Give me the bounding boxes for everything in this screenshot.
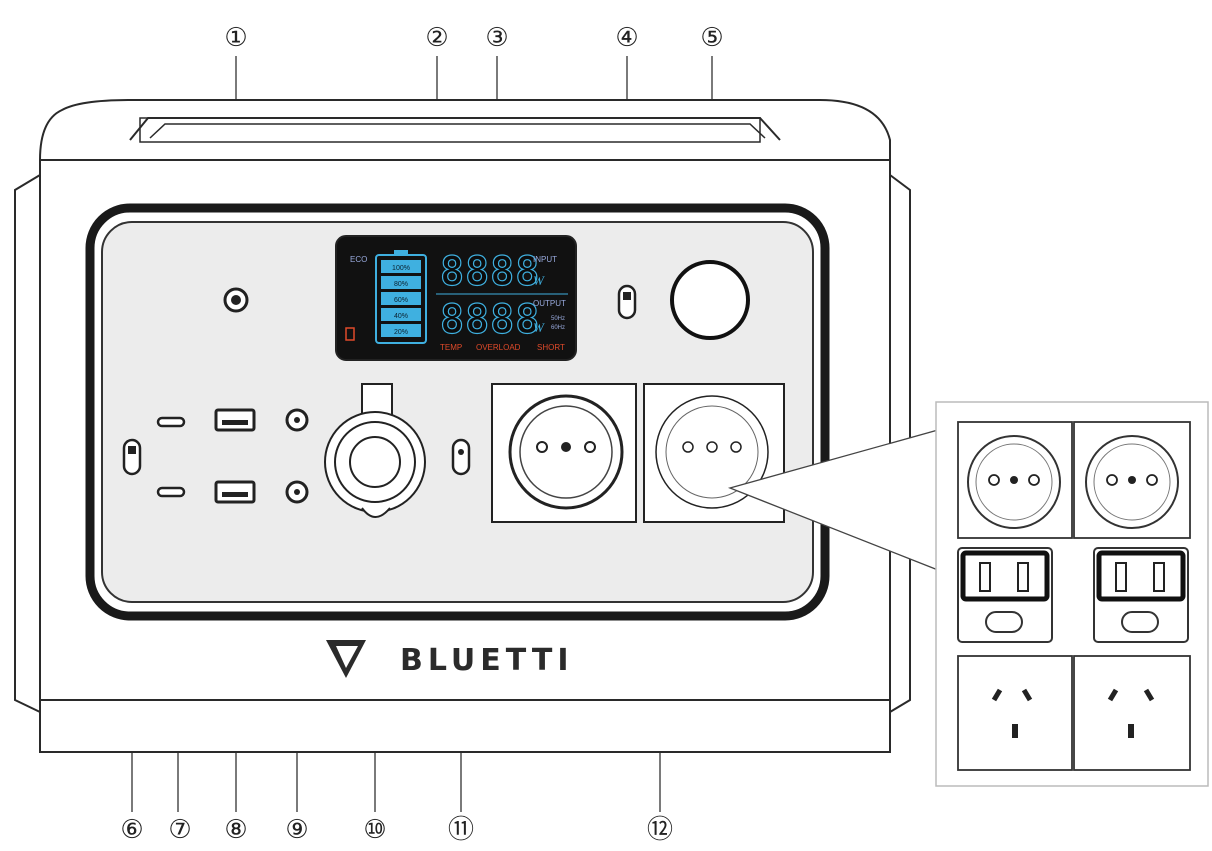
lcd-lock-icon — [345, 327, 355, 341]
dc-5521-port-icon — [285, 408, 309, 432]
lcd-warn-short: SHORT — [537, 343, 565, 352]
dc-toggle-icon — [122, 438, 142, 476]
ac-toggle-icon — [617, 284, 637, 320]
ac-outlet-right — [643, 383, 785, 523]
callout-3: ③ — [485, 23, 508, 53]
callout-5: ⑤ — [700, 23, 723, 53]
callout-2: ② — [425, 23, 448, 53]
callout-11: ⑪ — [448, 815, 474, 845]
callout-4: ④ — [615, 23, 638, 53]
ac-outlet-left — [491, 383, 637, 523]
car-outlet-icon — [324, 383, 426, 518]
brand-name: BLUETTI — [400, 643, 574, 678]
battery-level-bars: 100% 80% 60% 40% 20% — [381, 260, 421, 337]
usb-a-port-icon — [214, 480, 256, 504]
callout-6: ⑥ — [120, 815, 143, 845]
battery-bar-label: 40% — [394, 313, 408, 320]
battery-bar — [381, 276, 421, 289]
car-toggle-icon — [451, 438, 471, 476]
lcd-screen: ECO 100% 80% 60% 40% 20% 8888 INPUT W 8888 O… — [335, 235, 577, 361]
battery-bar-label: 80% — [394, 281, 408, 288]
dc-5521-port-icon — [285, 480, 309, 504]
battery-bar — [381, 260, 421, 273]
battery-bar — [381, 308, 421, 321]
lcd-warn-temp: TEMP — [440, 343, 462, 352]
lcd-freq-50: 50Hz — [551, 316, 565, 322]
lcd-warn-overload: OVERLOAD — [476, 343, 521, 352]
callout-12: ⑫ — [647, 815, 673, 845]
lcd-output-unit: W — [533, 320, 545, 335]
lcd-input-value: 8888 — [440, 249, 540, 295]
power-button-icon — [670, 260, 750, 340]
battery-bar-label: 20% — [394, 329, 408, 336]
battery-bar-label: 60% — [394, 297, 408, 304]
dc-button-icon — [223, 287, 249, 313]
callout-1: ① — [224, 23, 247, 53]
lcd-freq-60: 60Hz — [551, 325, 565, 331]
usb-c-port-icon — [156, 416, 186, 428]
battery-bar-label: 100% — [392, 265, 410, 272]
lcd-output-label: OUTPUT — [533, 299, 566, 308]
battery-bar — [381, 324, 421, 337]
callout-numbers: ① ② ③ ④ ⑤ ⑥ ⑦ ⑧ ⑨ ⑩ ⑪ ⑫ — [120, 23, 723, 845]
callout-7: ⑦ — [168, 815, 191, 845]
outlet-variants-inset — [935, 401, 1209, 787]
lcd-eco-label: ECO — [350, 255, 367, 264]
lcd-input-label: INPUT — [533, 255, 557, 264]
callout-9: ⑨ — [285, 815, 308, 845]
battery-bar — [381, 292, 421, 305]
lcd-input-unit: W — [533, 273, 545, 288]
callout-8: ⑧ — [224, 815, 247, 845]
usb-a-port-icon — [214, 408, 256, 432]
usb-c-port-icon — [156, 486, 186, 498]
lcd-output-value: 8888 — [440, 297, 540, 343]
carry-handle — [139, 117, 761, 143]
bluetti-logo: BLUETTI — [326, 640, 574, 678]
callout-10: ⑩ — [363, 815, 386, 845]
